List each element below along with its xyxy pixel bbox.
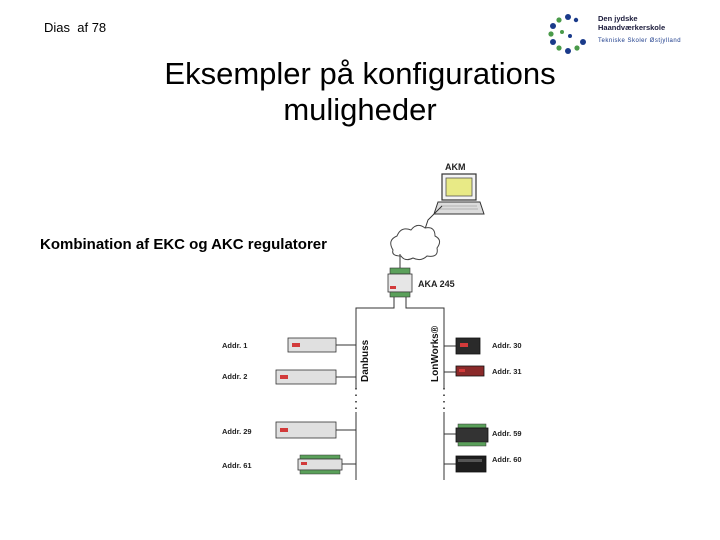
slide-of: af 78 xyxy=(77,20,107,35)
subtitle: Kombination af EKC og AKC regulatorer xyxy=(40,236,327,253)
left-device-61: Addr. 61 xyxy=(222,454,356,475)
right-device-60: Addr. 60 xyxy=(444,455,522,473)
left-device-29: Addr. 29 xyxy=(222,421,356,439)
gateway-device-icon xyxy=(387,267,413,298)
left-device-1: Addr. 1 xyxy=(222,337,356,353)
logo-name: Den jydske Haandværkerskole xyxy=(598,14,665,32)
lonworks-trunk xyxy=(405,297,445,330)
left-device-61-label: Addr. 61 xyxy=(222,461,252,470)
computer-icon xyxy=(433,173,485,215)
right-device-31: Addr. 31 xyxy=(444,365,522,377)
right-device-30: Addr. 30 xyxy=(444,337,522,355)
school-logo: Den jydske Haandværkerskole Tekniske Sko… xyxy=(540,10,690,56)
logo-tagline: Tekniske Skoler Østjylland xyxy=(598,38,682,44)
danbuss-label: Danbuss xyxy=(360,339,371,382)
logo-line2: Haandværkerskole xyxy=(598,23,666,32)
logo-dots-icon xyxy=(548,14,586,54)
left-device-29-label: Addr. 29 xyxy=(222,427,252,436)
right-device-59: Addr. 59 xyxy=(444,423,522,447)
logo-line1: Den jydske xyxy=(598,14,638,23)
left-device-2: Addr. 2 xyxy=(222,369,356,385)
title-line2: muligheder xyxy=(283,92,437,127)
right-device-59-label: Addr. 59 xyxy=(492,429,522,438)
title-line1: Eksempler på konfigurations xyxy=(164,56,556,91)
network-diagram: AKM AKA 245 Danbuss LonWorks® Addr. 1 A xyxy=(222,162,522,480)
pc-label: AKM xyxy=(445,162,466,172)
cloud-icon xyxy=(390,224,441,261)
right-device-31-label: Addr. 31 xyxy=(492,367,522,376)
left-device-2-label: Addr. 2 xyxy=(222,372,247,381)
gateway-label: AKA 245 xyxy=(418,279,455,289)
right-device-30-label: Addr. 30 xyxy=(492,341,522,350)
slide-prefix: Dias xyxy=(44,20,71,35)
lonworks-label: LonWorks® xyxy=(430,325,441,382)
page-title: Eksempler på konfigurations muligheder xyxy=(0,56,720,128)
right-device-60-label: Addr. 60 xyxy=(492,455,522,464)
left-device-1-label: Addr. 1 xyxy=(222,341,247,350)
slide-number: Dias af 78 xyxy=(44,20,106,35)
danbuss-trunk xyxy=(355,297,395,330)
